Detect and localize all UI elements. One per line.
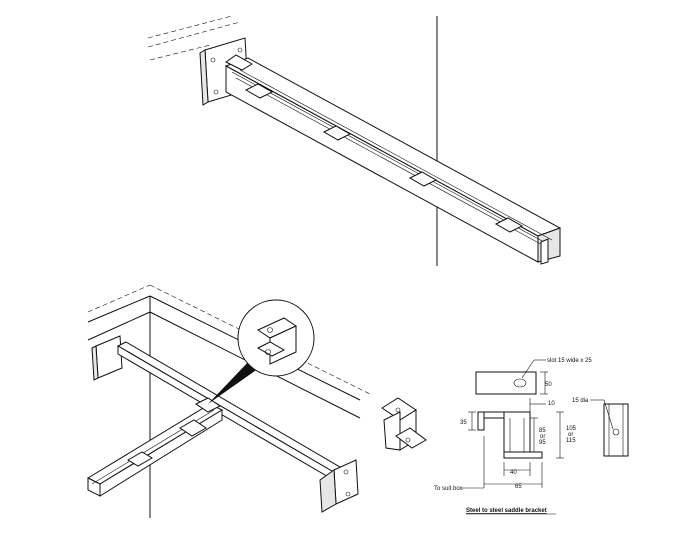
detail-callout [208, 299, 315, 404]
dim-or-1: or [540, 434, 545, 440]
diagonal-rail [86, 403, 224, 497]
dim-95: 95 [539, 440, 546, 446]
saddle-at-crossing [195, 397, 221, 413]
dim-10: 10 [548, 401, 555, 407]
side-view-profile [462, 398, 564, 489]
top-rail-illustration [147, 15, 562, 266]
dim-65: 65 [515, 484, 522, 490]
orthographic-views: slot 15 wide x 25 50 [434, 358, 629, 492]
dim-85: 85 [539, 428, 546, 434]
wall-outline [147, 15, 241, 61]
dim-115: 115 [566, 438, 576, 444]
dim-50: 50 [545, 382, 552, 388]
left-wall-plate [91, 335, 123, 381]
slot-label: slot 15 wide x 25 [547, 358, 592, 364]
rail-clips [225, 54, 524, 233]
dim-105: 105 [566, 426, 577, 432]
channel-rail [224, 57, 562, 265]
bracket-isometric [381, 397, 427, 451]
to-suit-box-label: To suit box [434, 486, 463, 492]
dim-or-2: or [568, 432, 573, 438]
bottom-beam-illustration [86, 284, 371, 518]
dim-15-dia: 15 dia [572, 398, 589, 404]
top-view-plate [475, 359, 548, 395]
caption: Steel to steel saddle bracket [466, 508, 547, 514]
right-end-plate [319, 459, 359, 513]
dim-40: 40 [510, 470, 517, 476]
end-view-plate [590, 399, 629, 457]
dim-35: 35 [460, 420, 467, 426]
